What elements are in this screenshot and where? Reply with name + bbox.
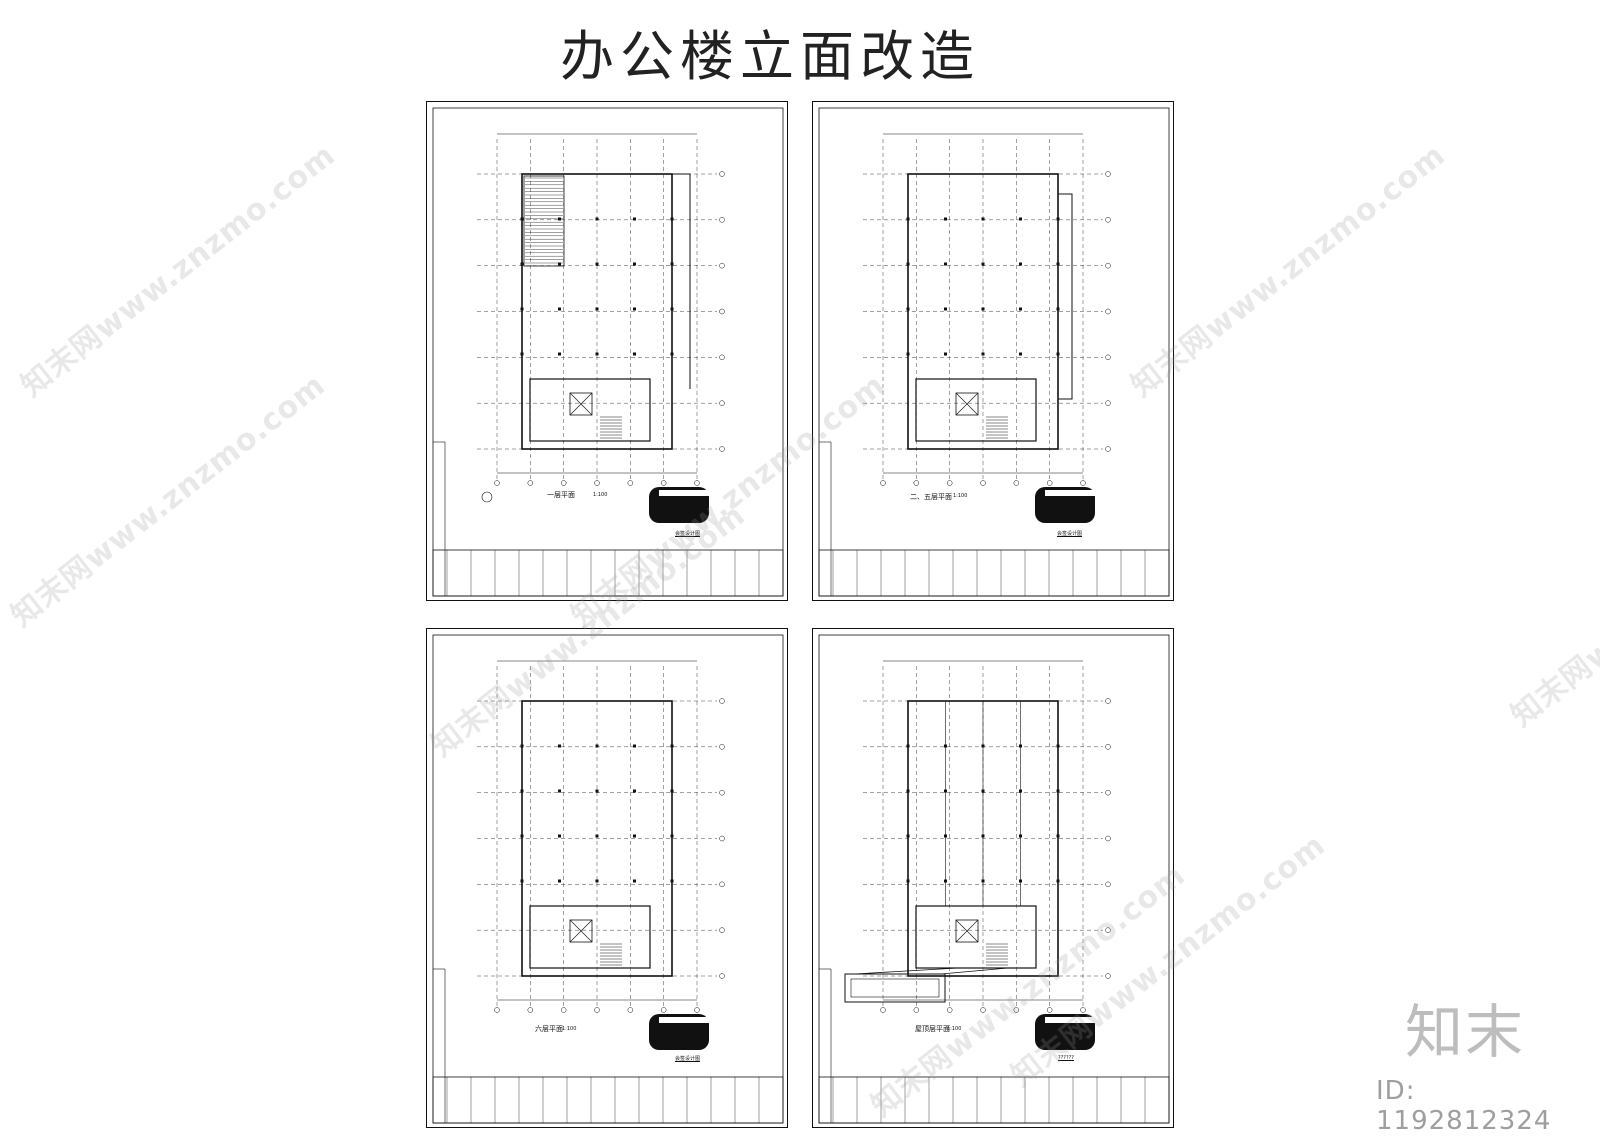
sheet-ground-floor-plan: 一层平面 1:100 会签设计图 (426, 101, 788, 601)
plan-label: 二、五层平面 (910, 493, 952, 501)
plan-label: 一层平面 (547, 491, 575, 499)
plan-label: 屋顶层平面 (915, 1025, 950, 1033)
stamp-caption: 会签设计图 (675, 1056, 701, 1062)
floor-plan-drawing (818, 634, 1170, 1124)
stamp-caption: 会签设计图 (1057, 531, 1083, 537)
image-id: ID: 1192812324 (1376, 1076, 1552, 1136)
sheet-roof-plan: 屋顶层平面 1:100 ?????? (812, 628, 1174, 1128)
plan-scale: 1:100 (562, 1026, 577, 1032)
watermark: 知末网www.znzmo.com (4, 367, 333, 634)
sheet-sixth-floor-plan: 六层平面 1:100 会签设计图 (426, 628, 788, 1128)
plan-scale: 1:100 (593, 492, 608, 498)
plan-scale: 1:100 (947, 1026, 962, 1032)
sheet-typical-floor-plan: 二、五层平面 1:100 会签设计图 (812, 101, 1174, 601)
floor-plan-drawing (432, 634, 784, 1124)
watermark: 知末网www.znzmo.com (1504, 467, 1600, 734)
drawing-title: 办公楼立面改造 (560, 25, 980, 88)
plan-label: 六层平面 (535, 1025, 563, 1033)
watermark: 知末网www.znzmo.com (14, 137, 343, 404)
brand-logo: 知末 (1405, 998, 1526, 1066)
stamp-caption: 会签设计图 (675, 531, 701, 537)
floor-plan-drawing (818, 107, 1170, 597)
stamp-caption: ?????? (1058, 1055, 1074, 1061)
plan-scale: 1:100 (953, 493, 968, 499)
floor-plan-drawing (432, 107, 784, 597)
